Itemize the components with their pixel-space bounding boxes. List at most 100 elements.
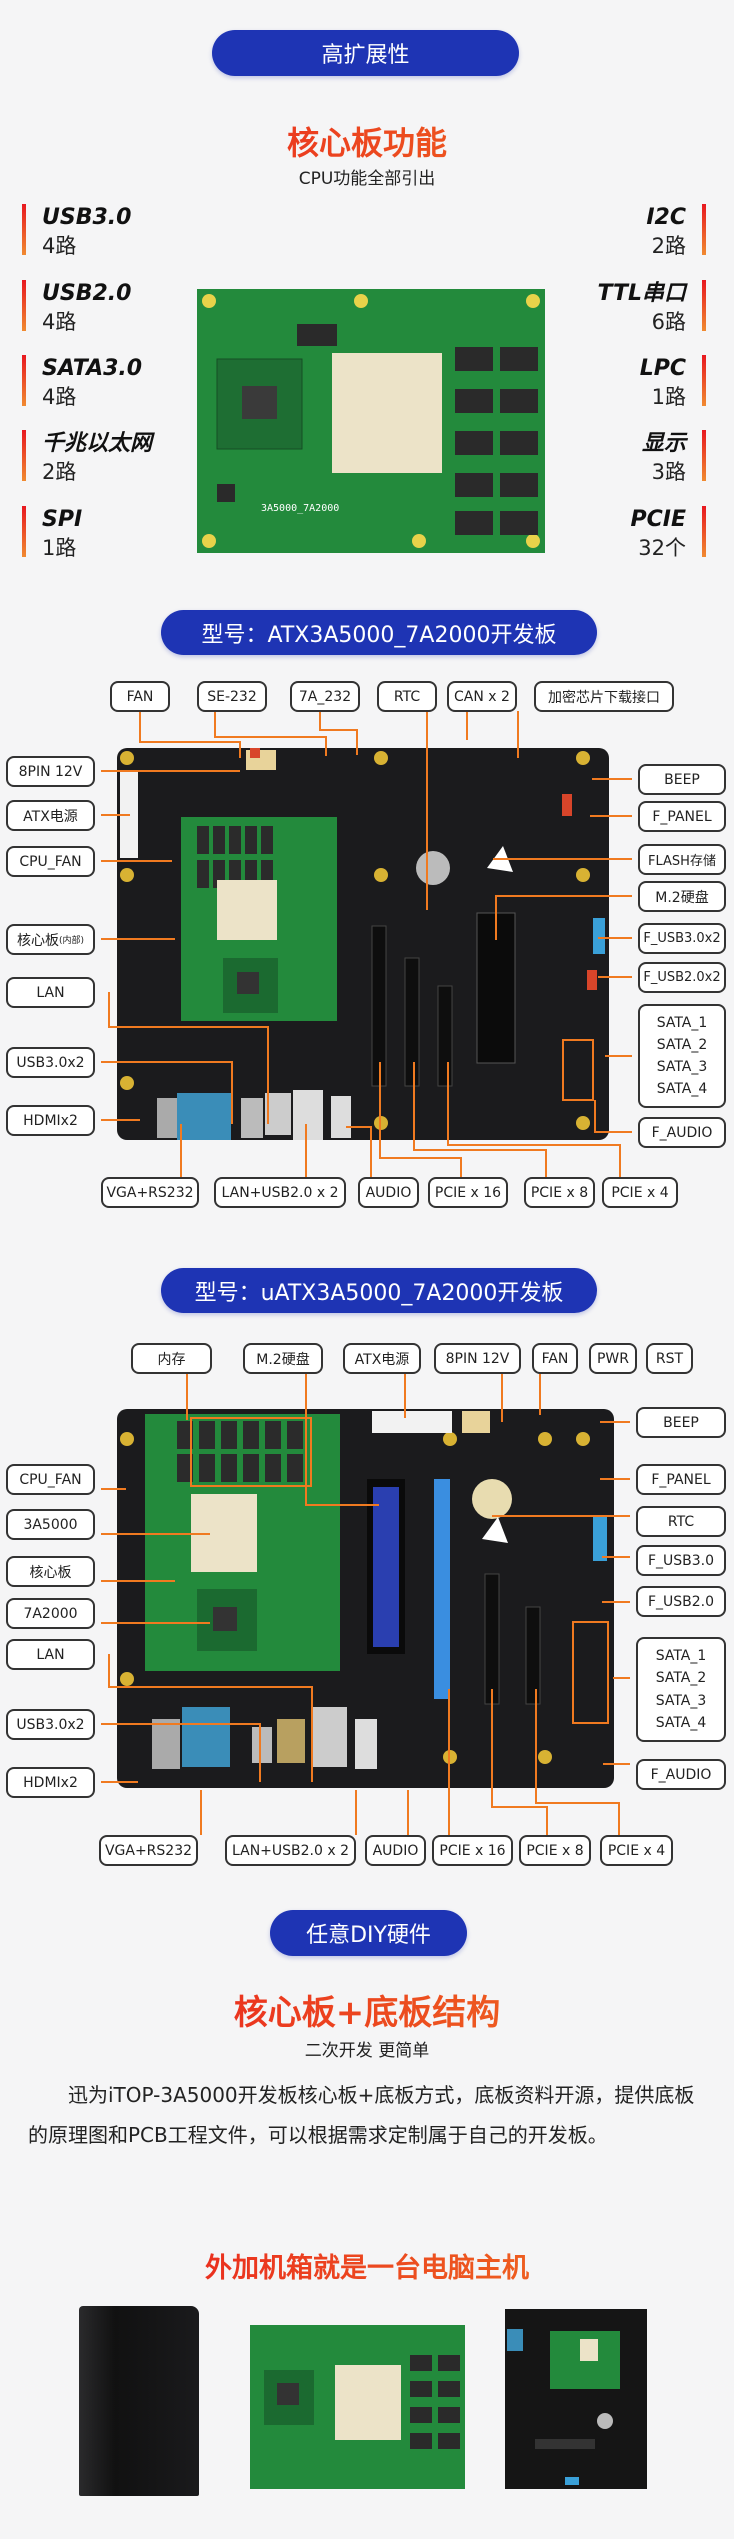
label-m2: M.2硬盘 (638, 881, 726, 912)
feature-count: 2路 (651, 234, 686, 258)
feature-count: 4路 (42, 310, 77, 334)
label-pcie-x8: PCIE x 8 (524, 1177, 595, 1208)
core-board-graphic (202, 294, 540, 548)
feature-name: SATA3.0 (42, 356, 143, 381)
section-pill-diy: 任意DIY硬件 (270, 1910, 467, 1956)
sata-3: SATA_3 (655, 1692, 707, 1709)
label-note: (内部) (58, 936, 85, 946)
atx-board-graphic (120, 746, 605, 1140)
label-cpu-fan: CPU_FAN (6, 846, 95, 877)
feature-lpc: LPC 1路 (536, 355, 706, 411)
sata-1: SATA_1 (656, 1015, 708, 1031)
carrier-board-photo-graphic (507, 2329, 620, 2485)
label-text: 核心板 (16, 932, 59, 949)
label-hdmi: HDMIx2 (6, 1105, 95, 1136)
label-f-panel: F_PANEL (636, 1464, 726, 1495)
label-pcie-x4: PCIE x 4 (600, 1835, 673, 1866)
feature-name: 显示 (641, 431, 686, 456)
label-flash: FLASH存储 (638, 844, 726, 875)
label-cpu-fan: CPU_FAN (6, 1464, 95, 1495)
label-7a-232: 7A_232 (290, 681, 360, 712)
accent-bar (22, 355, 26, 406)
structure-title: 核心板+底板结构 (0, 1985, 734, 2034)
core-board-photo (250, 2325, 465, 2489)
label-f-panel: F_PANEL (638, 801, 726, 832)
accent-bar (702, 355, 706, 406)
label-fan: FAN (110, 681, 170, 712)
label-beep: BEEP (638, 764, 726, 795)
accent-bar (702, 204, 706, 255)
sata-3: SATA_3 (656, 1059, 708, 1075)
sata-4: SATA_4 (655, 1714, 707, 1731)
feature-name: PCIE (630, 507, 686, 532)
label-encryption-chip-port: 加密芯片下载接口 (534, 681, 674, 712)
feature-count: 1路 (651, 385, 686, 409)
sata-2: SATA_2 (656, 1037, 708, 1053)
sata-2: SATA_2 (655, 1670, 707, 1687)
feature-display: 显示 3路 (536, 430, 706, 486)
accent-bar (22, 506, 26, 557)
feature-count: 3路 (651, 460, 686, 484)
core-board-image: 3A5000_7A2000 (197, 289, 545, 553)
feature-name: USB3.0 (42, 205, 132, 230)
label-lan: LAN (6, 977, 95, 1008)
label-lan-usb2: LAN+USB2.0 x 2 (214, 1177, 346, 1208)
accent-bar (702, 280, 706, 331)
feature-usb2: USB2.0 4路 (22, 280, 192, 336)
feature-name: TTL串口 (597, 281, 686, 306)
sata-1: SATA_1 (655, 1648, 707, 1665)
pc-case-image (79, 2306, 199, 2496)
uatx-board-image (117, 1409, 614, 1788)
structure-subtitle: 二次开发 更简单 (304, 2041, 430, 2061)
label-f-usb3: F_USB3.0 (636, 1545, 726, 1576)
section-pill-atx-model: 型号：ATX3A5000_7A2000开发板 (161, 610, 597, 655)
label-usb3: USB3.0x2 (6, 1047, 95, 1078)
feature-count: 4路 (42, 385, 77, 409)
label-core-board: 核心板 (6, 1556, 95, 1587)
label-usb3: USB3.0x2 (6, 1709, 95, 1740)
label-3a5000: 3A5000 (6, 1509, 95, 1540)
feature-sata: SATA3.0 4路 (22, 355, 192, 411)
label-f-audio: F_AUDIO (638, 1117, 726, 1148)
feature-name: USB2.0 (42, 281, 132, 306)
feature-name: I2C (646, 205, 686, 230)
label-f-usb3: F_USB3.0x2 (638, 923, 726, 954)
label-hdmi: HDMIx2 (6, 1767, 95, 1798)
pc-host-title: 外加机箱就是一台电脑主机 (0, 2246, 734, 2285)
label-m2: M.2硬盘 (243, 1343, 323, 1374)
section-pill-uatx-model: 型号：uATX3A5000_7A2000开发板 (161, 1268, 597, 1313)
feature-name: LPC (639, 356, 686, 381)
label-audio: AUDIO (358, 1177, 419, 1208)
feature-ethernet: 千兆以太网 2路 (22, 430, 192, 486)
accent-bar (702, 430, 706, 481)
label-core-board: 核心板(内部) (6, 924, 95, 955)
label-8pin-12v: 8PIN 12V (434, 1343, 521, 1374)
label-atx-power: ATX电源 (6, 800, 95, 831)
label-8pin-12v: 8PIN 12V (6, 756, 95, 787)
label-rst: RST (646, 1343, 693, 1374)
accent-bar (22, 280, 26, 331)
label-f-usb2: F_USB2.0x2 (638, 962, 726, 993)
feature-count: 2路 (42, 460, 77, 484)
core-board-silkscreen: 3A5000_7A2000 (261, 503, 340, 514)
label-rtc: RTC (636, 1506, 726, 1537)
atx-board-image (117, 746, 609, 1140)
core-board-subtitle: CPU功能全部引出 (298, 169, 436, 189)
feature-count: 1路 (42, 536, 77, 560)
label-f-usb2: F_USB2.0 (636, 1586, 726, 1617)
label-pcie-x8: PCIE x 8 (519, 1835, 591, 1866)
label-7a2000: 7A2000 (6, 1598, 95, 1629)
feature-count: 6路 (651, 310, 686, 334)
label-lan-usb2: LAN+USB2.0 x 2 (225, 1835, 356, 1866)
label-f-audio: F_AUDIO (636, 1759, 726, 1790)
label-fan: FAN (532, 1343, 578, 1374)
feature-name: 千兆以太网 (42, 431, 153, 456)
uatx-board-graphic (120, 1411, 609, 1769)
label-vga-rs232: VGA+RS232 (101, 1177, 199, 1208)
section-pill-expandability: 高扩展性 (212, 30, 519, 76)
